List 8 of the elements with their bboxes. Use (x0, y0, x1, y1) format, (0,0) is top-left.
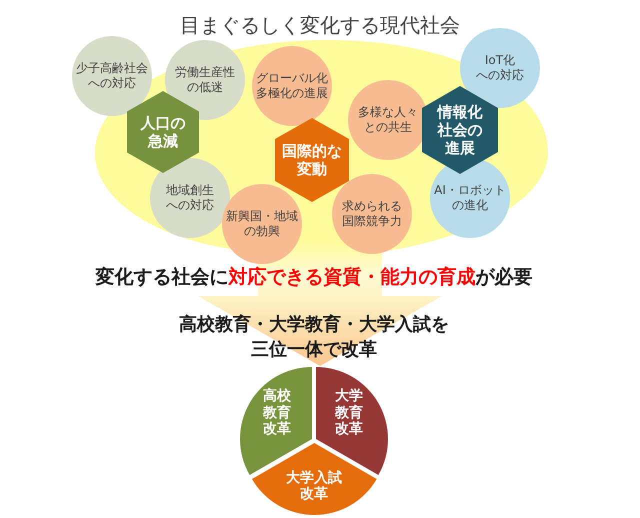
diagram-title: 目まぐるしく変化する現代社会 (180, 12, 460, 38)
pie-slice: 大学入試改革 (252, 442, 376, 514)
theme-hexagon: 情報化社会の進展 (422, 86, 498, 174)
theme-hexagon: 国際的な変動 (275, 118, 349, 202)
reform-heading: 高校教育・大学教育・大学入試を三位一体で改革 (179, 313, 449, 362)
statement-text: 変化する社会に対応できる資質・能力の育成が必要 (96, 265, 532, 289)
theme-hexagon: 人口の急減 (127, 91, 199, 173)
topic-circle: 少子高齢社会への対応 (72, 36, 152, 116)
